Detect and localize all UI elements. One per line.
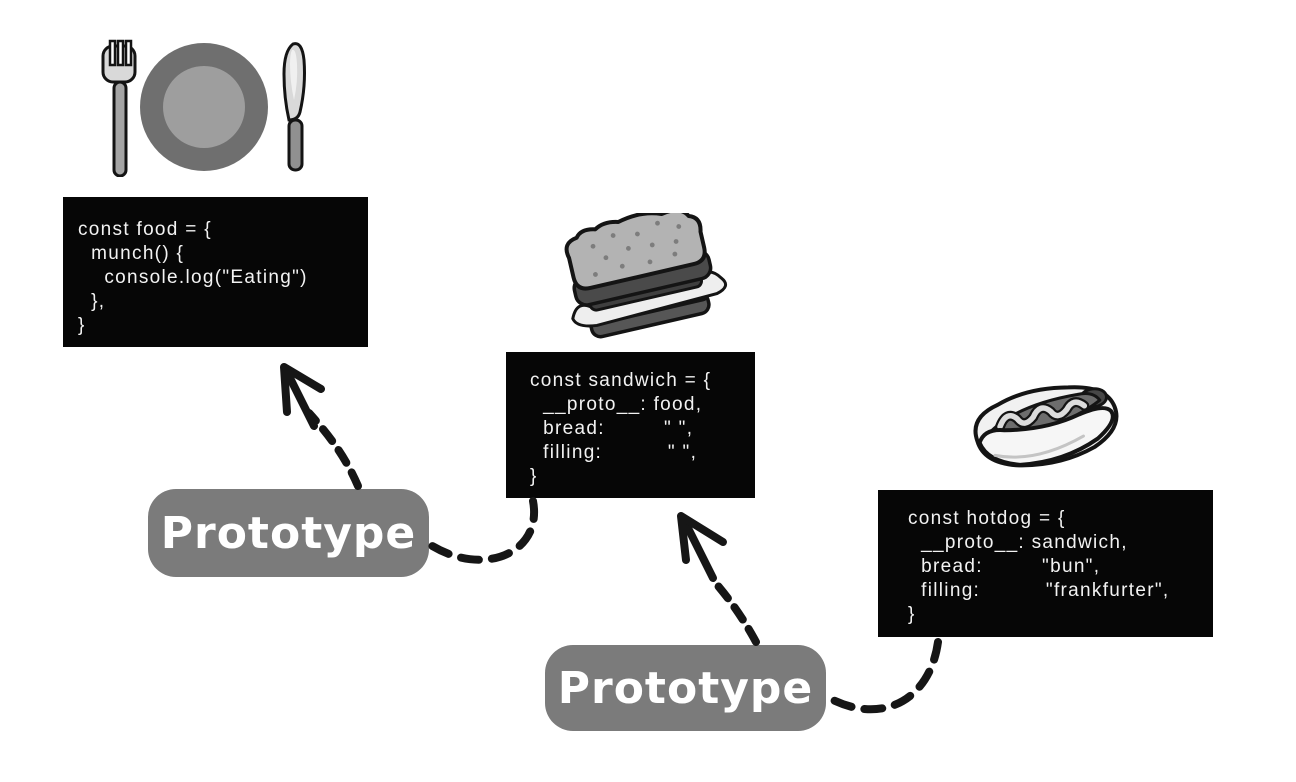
food-code: const food = { munch() { console.log("Ea… [78,219,308,336]
prototype-label-sandwich: Prototype [545,645,826,731]
sandwich-code-block: const sandwich = { __proto__: food, brea… [506,352,755,498]
sandwich-icon [558,208,736,347]
food-code-block: const food = { munch() { console.log("Ea… [63,197,368,347]
sandwich-code: const sandwich = { __proto__: food, brea… [530,370,712,487]
prototype-label-sandwich-text: Prototype [557,662,814,714]
prototype-label-food: Prototype [148,489,429,577]
plate-icon [85,22,315,178]
hotdog-code: const hotdog = { __proto__: sandwich, br… [908,508,1170,625]
hotdog-icon [960,372,1130,477]
hotdog-code-block: const hotdog = { __proto__: sandwich, br… [878,490,1213,637]
prototype-label-food-text: Prototype [160,507,417,559]
